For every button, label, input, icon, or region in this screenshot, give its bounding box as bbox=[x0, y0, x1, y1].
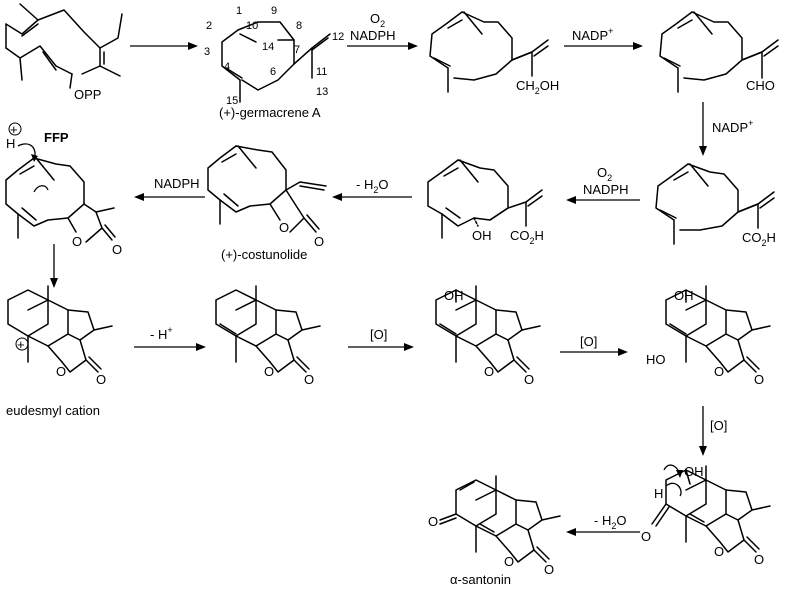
costunolide-structure: O O (+)-costunolide bbox=[207, 145, 327, 262]
keto-alcohol-structure: OH H O O O bbox=[641, 464, 771, 567]
germacrene-atom-10: 10 bbox=[246, 20, 258, 32]
germacrene-a-structure: 1 2 3 4 6 7 8 9 10 11 12 13 14 15 (+)-ge… bbox=[204, 5, 344, 120]
reagent-oxidant-2: [O] bbox=[580, 334, 597, 349]
germacra-aldehyde-structure: CHO bbox=[659, 11, 779, 93]
diol-ring-o: O bbox=[714, 364, 724, 379]
germacrene-atom-11: 11 bbox=[316, 66, 327, 78]
ffp-opp-label: OPP bbox=[74, 87, 101, 102]
eudesmyl-plus: + bbox=[17, 337, 25, 352]
diol-ho-left: HO bbox=[646, 352, 666, 367]
proton-h: H bbox=[6, 136, 15, 151]
arrow-dehydration-2: - H2O bbox=[566, 513, 640, 536]
reagent-nadp-2: NADP+ bbox=[712, 118, 753, 135]
arrow-dehydration-1: - H2O bbox=[332, 177, 412, 201]
hydroxy-eudesmene-oh: OH bbox=[444, 288, 464, 303]
keto-h: H bbox=[654, 486, 663, 501]
santonin-name: α-santonin bbox=[450, 572, 511, 587]
santonin-ring-o: O bbox=[504, 554, 514, 569]
arrow-oxidation-1: O2 NADPH bbox=[347, 11, 418, 50]
reagent-nadph-3: NADPH bbox=[154, 176, 200, 191]
alpha-santonin-structure: O O O α-santonin bbox=[428, 475, 561, 587]
germacrene-atom-7: 7 bbox=[294, 44, 300, 56]
eudesmyl-ring-o: O bbox=[56, 364, 66, 379]
eudesmyl-cation-structure: + O O eudesmyl cation bbox=[6, 285, 113, 418]
arrow-oxygenation-2: [O] bbox=[560, 334, 628, 356]
reagent-nadph-2: NADPH bbox=[583, 182, 629, 197]
germacrene-atom-3: 3 bbox=[204, 46, 210, 58]
reagent-o2-1: O2 bbox=[370, 11, 385, 29]
acid-co2h: CO2H bbox=[742, 230, 776, 248]
germacrene-atom-14: 14 bbox=[262, 41, 274, 53]
hydroxy-eudesmene-carbonyl-o: O bbox=[524, 372, 534, 387]
ffp-name: FFP bbox=[44, 130, 69, 145]
costunolide-ring-o: O bbox=[279, 220, 289, 235]
arrow-oxidation-2: O2 NADPH bbox=[566, 165, 640, 204]
arrow-reduction: NADPH bbox=[134, 176, 205, 201]
eudesmyl-name: eudesmyl cation bbox=[6, 403, 100, 418]
germacrene-atom-4: 4 bbox=[224, 61, 230, 73]
hydroxy-eudesmene-ring-o: O bbox=[484, 364, 494, 379]
arrow-deprotonation: - H+ bbox=[134, 325, 206, 351]
reagent-minus-proton: - H+ bbox=[150, 325, 173, 342]
reagent-oxidant-3: [O] bbox=[710, 418, 727, 433]
germacrene-atom-9: 9 bbox=[271, 5, 277, 17]
protonated-carbonyl-o: O bbox=[112, 242, 122, 257]
aldehyde-cho: CHO bbox=[746, 78, 775, 93]
germacrene-atom-13: 13 bbox=[316, 86, 328, 98]
keto-ketone-o: O bbox=[641, 529, 651, 544]
eudesmene-ring-o: O bbox=[264, 364, 274, 379]
eudesmene-lactone-structure: O O bbox=[215, 285, 321, 387]
germacrene-atom-15: 15 bbox=[226, 95, 238, 107]
ffp-structure: OPP FFP bbox=[5, 3, 123, 145]
keto-ring-o: O bbox=[714, 544, 724, 559]
arrow-oxygenation-3: [O] bbox=[699, 406, 727, 456]
arrow-dehydrogenation-1: NADP+ bbox=[564, 26, 643, 50]
germacrene-acid-structure: CO2H bbox=[655, 163, 776, 248]
germacra-alcohol-structure: CH2OH bbox=[429, 11, 559, 96]
eudesmyl-carbonyl-o: O bbox=[96, 372, 106, 387]
germacrene-atom-6: 6 bbox=[270, 66, 276, 78]
germacrene-a-name: (+)-germacrene A bbox=[219, 105, 321, 120]
reagent-nadp-1: NADP+ bbox=[572, 26, 613, 43]
protonated-intermediate-structure: + H O O bbox=[5, 122, 122, 257]
arrow-cyclization bbox=[50, 244, 58, 288]
arrow-ffp-to-germacrene bbox=[130, 42, 198, 50]
reagent-nadph-1: NADPH bbox=[350, 28, 396, 43]
arrow-dehydrogenation-2: NADP+ bbox=[699, 102, 753, 156]
reagent-minus-water-2: - H2O bbox=[594, 513, 626, 531]
reagent-o2-2: O2 bbox=[597, 165, 612, 183]
germacrene-atom-8: 8 bbox=[296, 20, 302, 32]
hydroxy-acid-structure: OH CO2H bbox=[427, 159, 544, 246]
costunolide-carbonyl-o: O bbox=[314, 234, 324, 249]
germacrene-atom-1: 1 bbox=[236, 5, 242, 17]
hydroxy-eudesmene-structure: OH O O bbox=[435, 285, 541, 387]
diol-structure: OH HO O O bbox=[646, 285, 771, 387]
diol-carbonyl-o: O bbox=[754, 372, 764, 387]
proton-plus: + bbox=[10, 122, 18, 137]
reagent-oxidant-1: [O] bbox=[370, 327, 387, 342]
santonin-carbonyl-o: O bbox=[544, 562, 554, 577]
protonated-ring-o: O bbox=[72, 234, 82, 249]
santonin-ketone-o: O bbox=[428, 514, 438, 529]
keto-oh: OH bbox=[684, 464, 704, 479]
alcohol-ch2oh: CH2OH bbox=[516, 78, 559, 96]
germacrene-atom-12: 12 bbox=[332, 31, 344, 43]
costunolide-name: (+)-costunolide bbox=[221, 247, 307, 262]
arrow-oxygenation-1: [O] bbox=[348, 327, 414, 351]
reagent-minus-water-1: - H2O bbox=[356, 177, 388, 195]
hydroxy-acid-oh: OH bbox=[472, 228, 492, 243]
hydroxy-acid-co2h: CO2H bbox=[510, 228, 544, 246]
germacrene-atom-2: 2 bbox=[206, 20, 212, 32]
keto-carbonyl-o: O bbox=[754, 552, 764, 567]
diol-oh-top: OH bbox=[674, 288, 694, 303]
eudesmene-carbonyl-o: O bbox=[304, 372, 314, 387]
